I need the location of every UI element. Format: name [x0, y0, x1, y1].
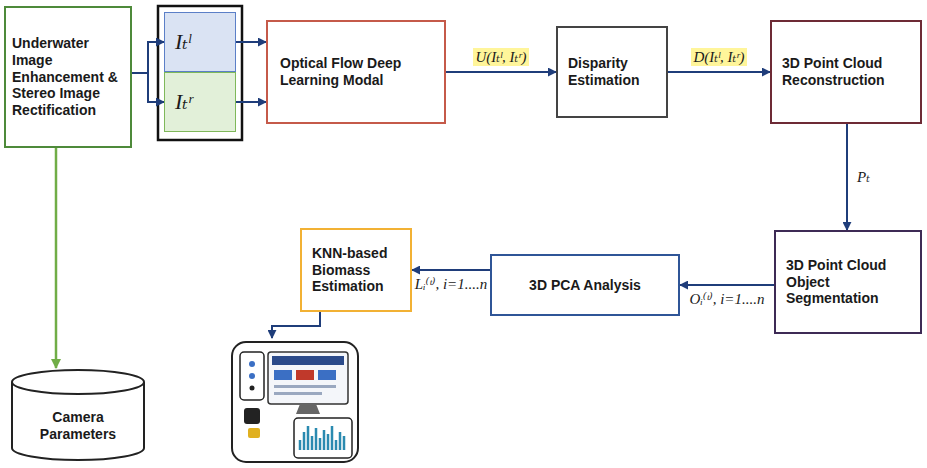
- connector: [236, 101, 266, 103]
- connector: [668, 71, 770, 73]
- box-label: Camera Parameters: [20, 409, 136, 443]
- connector: [846, 124, 848, 230]
- box-label: Disparity Estimation: [568, 55, 656, 89]
- edge-label: Lᵢ⁽ᵗ⁾, i=1....n: [413, 275, 489, 293]
- edge-label: Oᵢ⁽ᵗ⁾, i=1....n: [688, 290, 767, 308]
- image-symbol: Iₜˡ: [175, 29, 225, 55]
- connector: [446, 71, 556, 73]
- database-cylinder: Camera Parameters: [10, 368, 146, 462]
- process-box: 3D Point Cloud Reconstruction: [770, 20, 922, 124]
- box-label: Optical Flow Deep Learning Modal: [280, 55, 432, 89]
- stereo-pair-frame: [158, 6, 242, 140]
- box-label: Underwater Image Enhancement & Stereo Im…: [12, 35, 124, 119]
- box-label: 3D Point Cloud Object Segmentation: [786, 257, 910, 307]
- edge-label: U(Iₜˡ, Iₜʳ): [473, 48, 528, 66]
- box-label: 3D Point Cloud Reconstruction: [782, 55, 910, 89]
- user-devices-icon: [232, 342, 358, 462]
- connector: [236, 41, 266, 43]
- edge-label: D(Iₜˡ, Iₜʳ): [691, 48, 746, 66]
- process-box: Disparity Estimation: [556, 26, 668, 118]
- box-label: 3D PCA Analysis: [504, 277, 666, 294]
- connector: [680, 284, 774, 286]
- process-box: 3D PCA Analysis: [490, 254, 680, 316]
- connector: [412, 269, 490, 271]
- image-symbol: Iₜʳ: [175, 89, 225, 115]
- connector: [55, 148, 58, 368]
- process-box: Optical Flow Deep Learning Modal: [266, 20, 446, 124]
- output-arrow: [272, 312, 320, 338]
- box-label: KNN-based Biomass Estimation: [312, 245, 400, 295]
- edge-label: Pₜ: [855, 168, 872, 186]
- connector: [132, 73, 164, 102]
- process-box: 3D Point Cloud Object Segmentation: [774, 230, 922, 334]
- right-image-box: Iₜʳ: [164, 72, 236, 132]
- process-box: KNN-based Biomass Estimation: [300, 228, 412, 312]
- process-box: Underwater Image Enhancement & Stereo Im…: [4, 6, 132, 148]
- connector: [132, 42, 164, 73]
- left-image-box: Iₜˡ: [164, 12, 236, 72]
